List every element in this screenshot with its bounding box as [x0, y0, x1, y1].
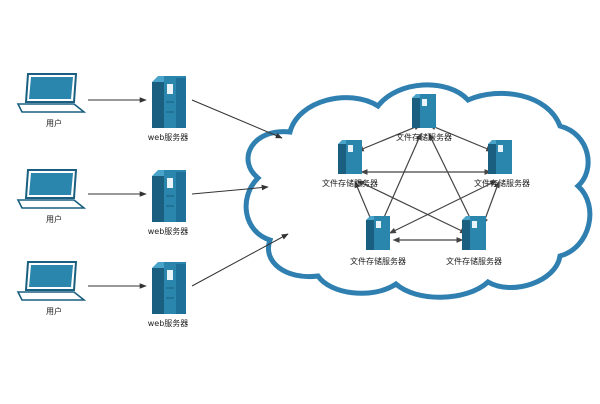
arrow-web3-cloud [191, 233, 289, 287]
storage-server-icon [338, 140, 362, 174]
web-server-label: web服务器 [147, 227, 189, 236]
storage-server-label: 文件存储服务器 [446, 257, 502, 266]
user-label: 用户 [46, 119, 62, 128]
arrow-web2-cloud [191, 184, 269, 195]
storage-server-label: 文件存储服务器 [350, 257, 406, 266]
web-server-icon [151, 169, 187, 223]
web-server-icon [151, 261, 187, 315]
arrow-web1-cloud [191, 99, 283, 139]
user-label: 用户 [46, 215, 62, 224]
web-server-icon [151, 75, 187, 129]
storage-server-label: 文件存储服务器 [322, 179, 378, 188]
laptop-icon [17, 261, 85, 301]
storage-server-label: 文件存储服务器 [396, 133, 452, 142]
web-server-label: web服务器 [147, 319, 189, 328]
storage-server-label: 文件存储服务器 [474, 179, 530, 188]
storage-server-icon [366, 216, 390, 250]
storage-server-icon [462, 216, 486, 250]
laptop-icon [17, 73, 85, 113]
laptop-icon [17, 169, 85, 209]
storage-server-icon [412, 94, 436, 128]
storage-server-icon [488, 140, 512, 174]
web-server-label: web服务器 [147, 133, 189, 142]
storage-links [354, 124, 500, 243]
user-label: 用户 [46, 307, 62, 316]
